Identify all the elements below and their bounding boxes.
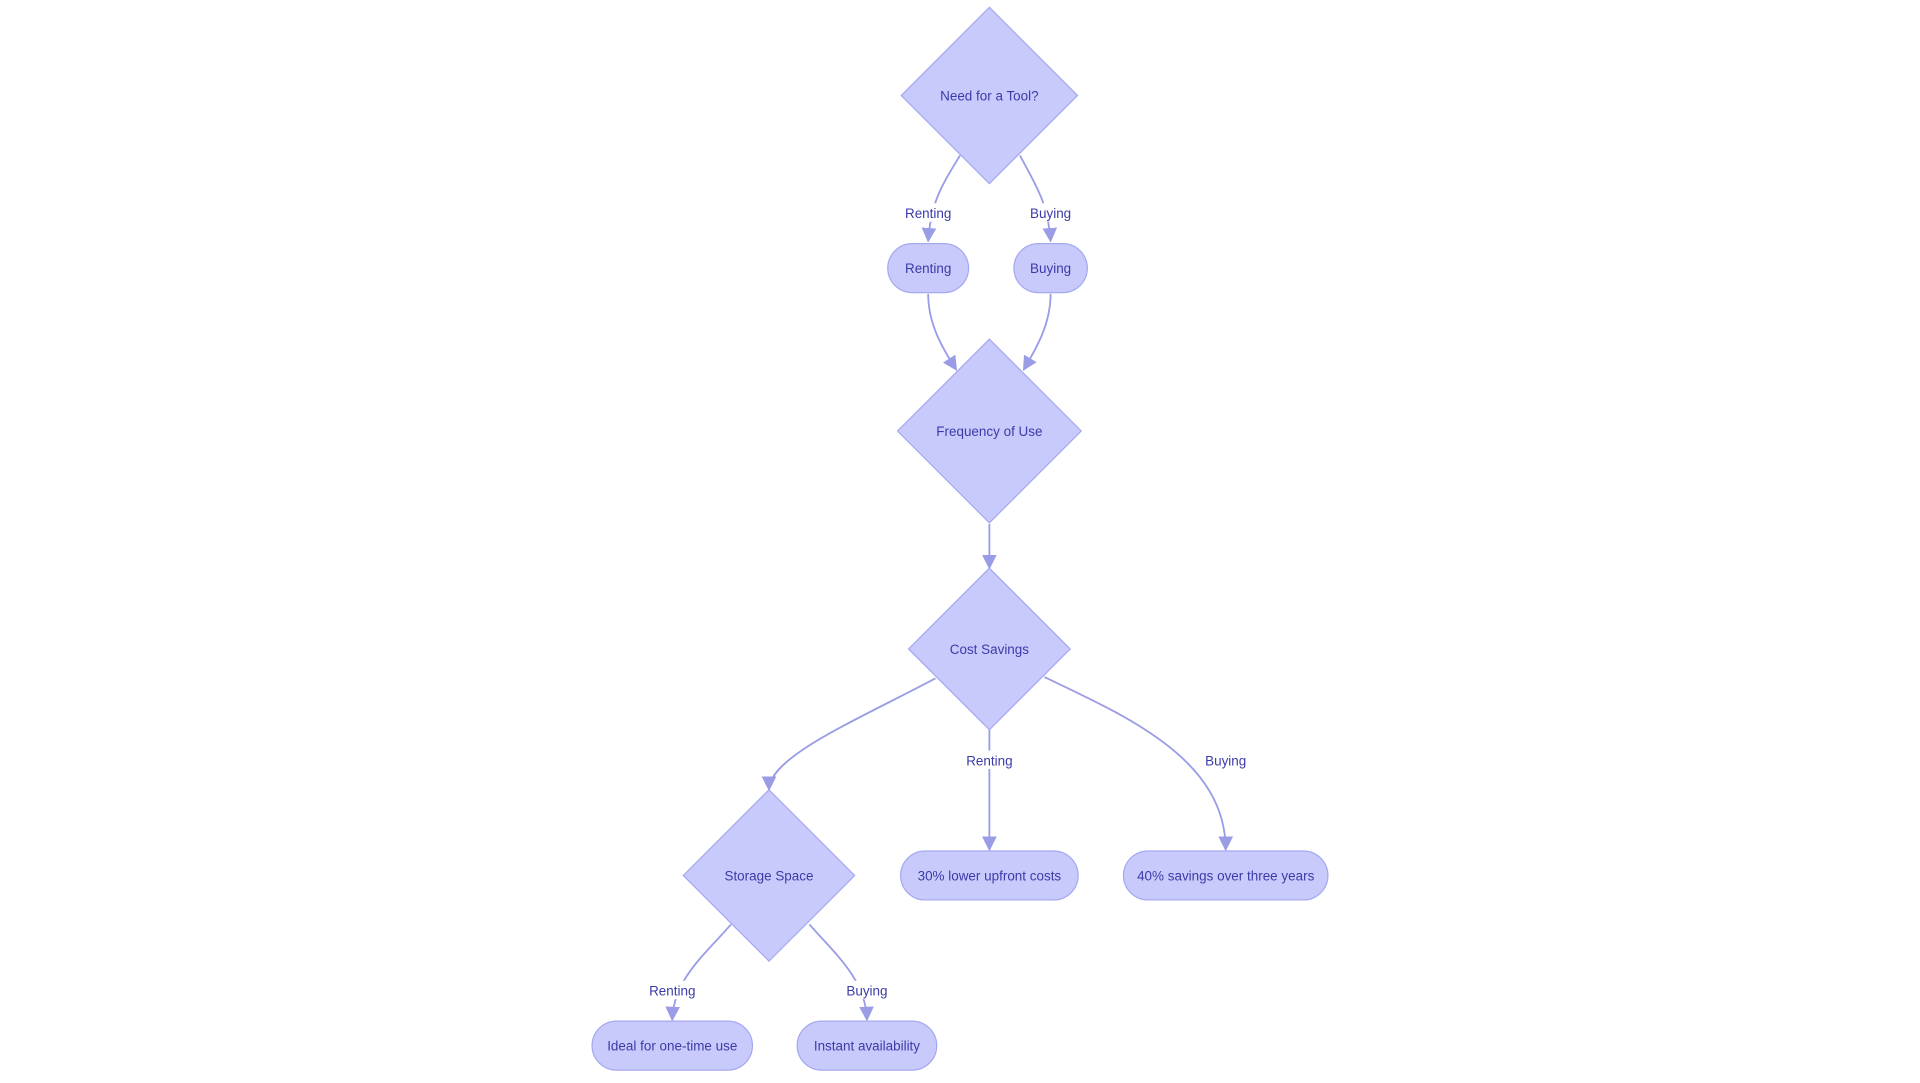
node-lower-upfront[interactable]: 30% lower upfront costs xyxy=(900,850,1079,901)
node-renting[interactable]: Renting xyxy=(887,243,970,294)
edge-label-background xyxy=(643,980,702,1000)
node-savings-three-years[interactable]: 40% savings over three years xyxy=(1122,850,1329,901)
edge-arrow xyxy=(1022,293,1052,372)
node-label: 40% savings over three years xyxy=(1137,868,1314,883)
node-label: Instant availability xyxy=(814,1039,920,1054)
edge-label-background xyxy=(1200,750,1251,769)
node-label: Ideal for one-time use xyxy=(607,1039,737,1054)
node-label: 30% lower upfront costs xyxy=(918,868,1062,883)
node-label: Renting xyxy=(905,261,951,276)
node-cost[interactable]: Cost Savings xyxy=(907,567,1072,731)
edge-label-background xyxy=(1025,203,1076,222)
edge-label-background xyxy=(899,203,958,222)
edge-arrow xyxy=(927,293,958,372)
edge-label-need-buying: Buying xyxy=(1030,206,1071,221)
edge-arrow xyxy=(808,923,874,1022)
edge-label-cost-savings: Buying xyxy=(1205,753,1246,768)
node-label: Storage Space xyxy=(724,868,813,883)
node-label: Buying xyxy=(1030,261,1071,276)
decision-diamond xyxy=(896,338,1083,524)
edge-arrow xyxy=(665,923,732,1022)
edge-label-need-renting: Renting xyxy=(905,206,951,221)
edge-arrow xyxy=(1044,676,1234,852)
edge-label-background xyxy=(841,980,893,1000)
edge-label-background xyxy=(960,750,1019,769)
process-pill xyxy=(591,1020,754,1071)
node-label: Cost Savings xyxy=(950,642,1030,657)
process-pill xyxy=(1013,243,1088,294)
node-label: Need for a Tool? xyxy=(940,88,1038,103)
node-label: Frequency of Use xyxy=(936,424,1042,439)
node-one-time[interactable]: Ideal for one-time use xyxy=(591,1020,754,1071)
edge-label-storage-one-time: Renting xyxy=(649,983,695,998)
edge-arrow xyxy=(1019,155,1058,243)
edge-label-storage-instant: Buying xyxy=(846,983,887,998)
node-need[interactable]: Need for a Tool? xyxy=(900,6,1079,185)
process-pill xyxy=(900,850,1079,901)
decision-diamond xyxy=(907,567,1072,731)
decision-diamond xyxy=(900,6,1079,185)
edge-arrow xyxy=(921,155,961,243)
process-pill xyxy=(1122,850,1329,901)
process-pill xyxy=(796,1020,938,1071)
node-frequency[interactable]: Frequency of Use xyxy=(896,338,1083,524)
node-storage[interactable]: Storage Space xyxy=(682,788,856,963)
process-pill xyxy=(887,243,970,294)
node-buying[interactable]: Buying xyxy=(1013,243,1088,294)
node-instant[interactable]: Instant availability xyxy=(796,1020,938,1071)
edge-label-cost-lower: Renting xyxy=(966,753,1012,768)
edge-arrow xyxy=(761,677,936,792)
decision-diamond xyxy=(682,788,856,963)
